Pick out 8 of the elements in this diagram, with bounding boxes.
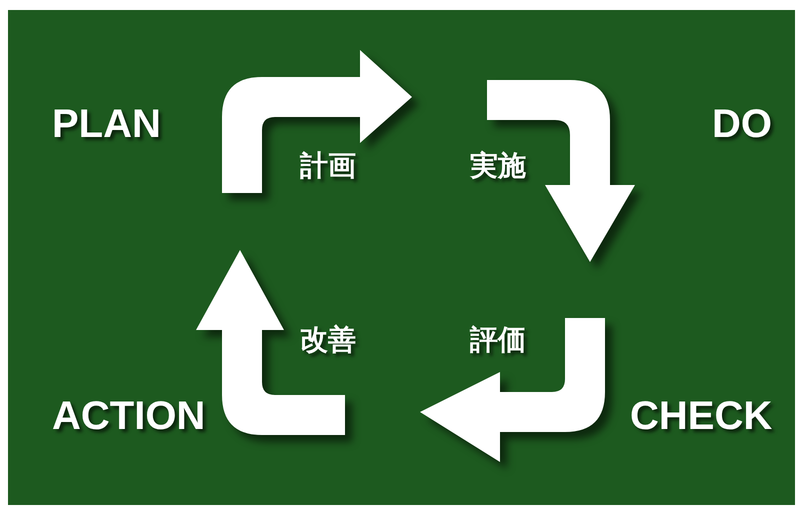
- phase-label: ACTION: [52, 396, 206, 436]
- phase-label: PLAN: [52, 104, 161, 144]
- step-label: 実施: [470, 152, 526, 180]
- phase-label: DO: [712, 104, 772, 144]
- phase-label: CHECK: [630, 396, 772, 436]
- step-label: 評価: [470, 326, 526, 354]
- step-label: 改善: [300, 326, 356, 354]
- step-label: 計画: [300, 152, 356, 180]
